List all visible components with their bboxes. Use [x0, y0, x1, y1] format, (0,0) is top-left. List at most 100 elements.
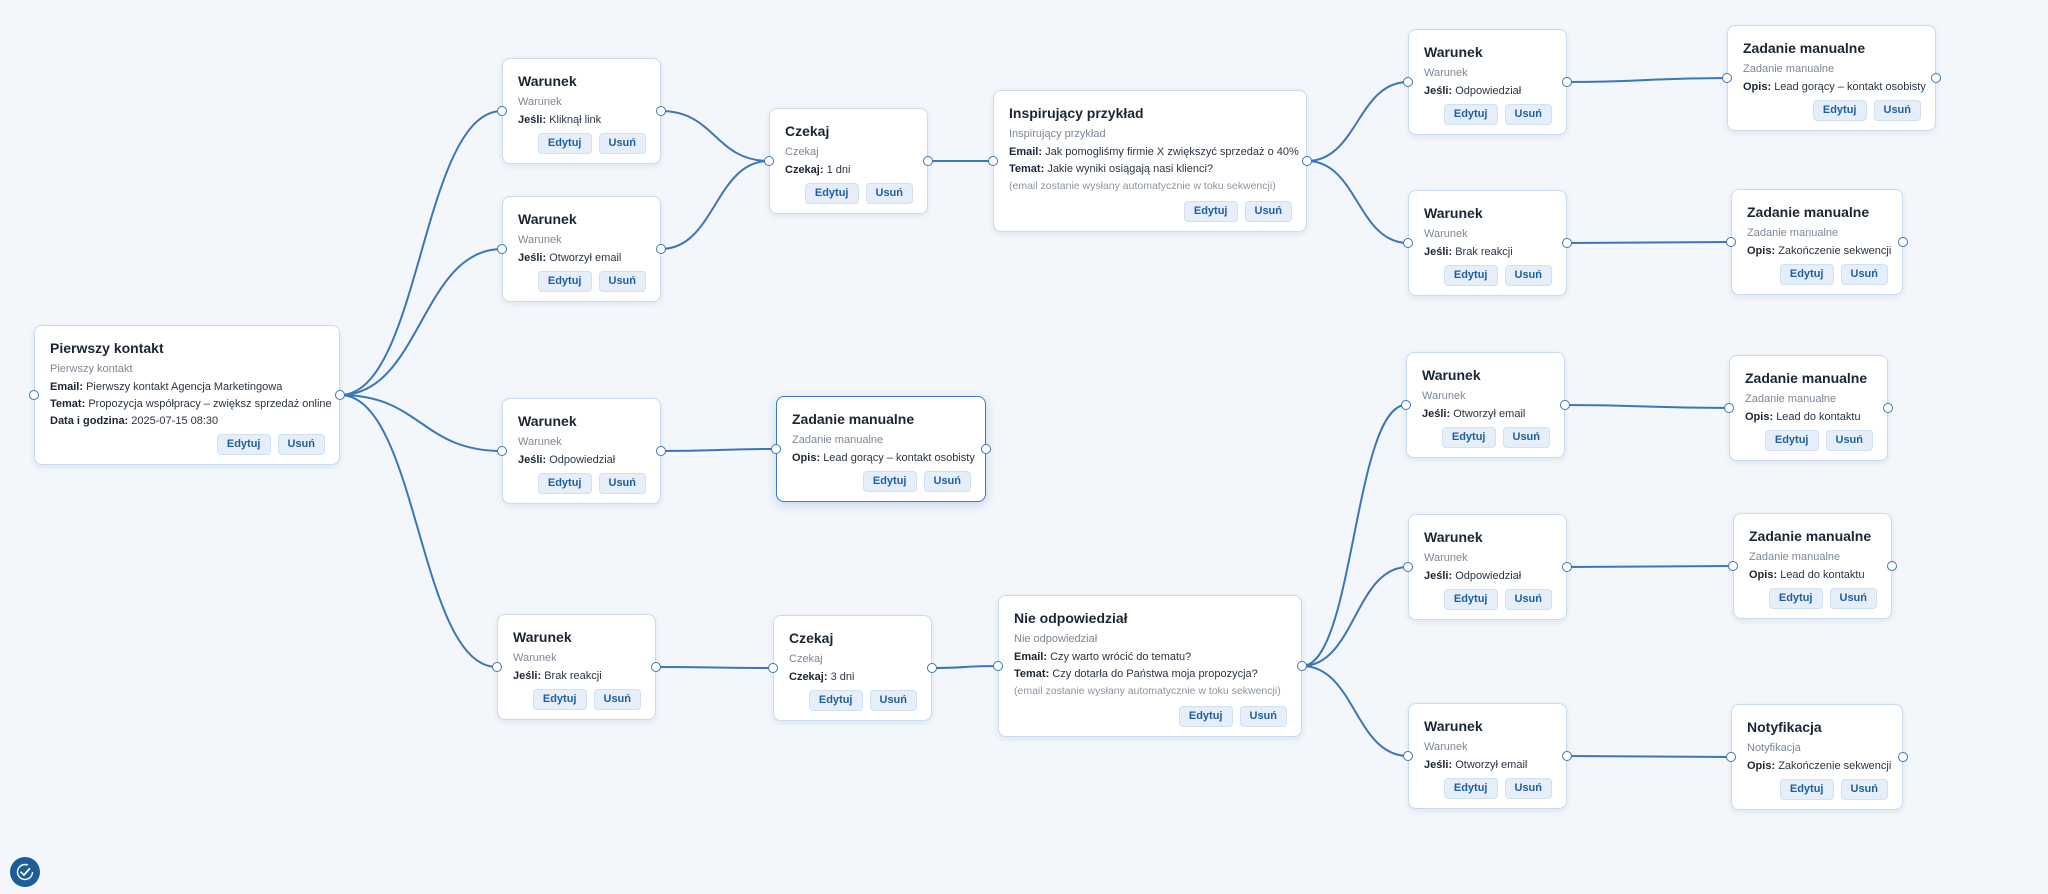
edit-button[interactable]: Edytuj: [532, 689, 587, 710]
edit-button[interactable]: Edytuj: [1443, 104, 1498, 125]
input-port[interactable]: [1722, 73, 1732, 83]
delete-button[interactable]: Usuń: [1504, 104, 1552, 125]
output-port[interactable]: [1562, 751, 1572, 761]
delete-button[interactable]: Usuń: [1840, 779, 1888, 800]
output-port[interactable]: [1297, 661, 1307, 671]
edit-button[interactable]: Edytuj: [1768, 588, 1823, 609]
delete-button[interactable]: Usuń: [598, 271, 646, 292]
input-port[interactable]: [1403, 751, 1413, 761]
delete-button[interactable]: Usuń: [1829, 588, 1877, 609]
edit-button[interactable]: Edytuj: [1443, 265, 1498, 286]
output-port[interactable]: [1898, 752, 1908, 762]
output-port[interactable]: [1562, 562, 1572, 572]
edit-button[interactable]: Edytuj: [808, 690, 863, 711]
edit-button[interactable]: Edytuj: [1178, 706, 1233, 727]
delete-button[interactable]: Usuń: [1504, 778, 1552, 799]
input-port[interactable]: [1728, 561, 1738, 571]
delete-button[interactable]: Usuń: [1873, 100, 1921, 121]
delete-button[interactable]: Usuń: [865, 183, 913, 204]
edit-button[interactable]: Edytuj: [537, 271, 592, 292]
delete-button[interactable]: Usuń: [598, 473, 646, 494]
delete-button[interactable]: Usuń: [923, 471, 971, 492]
delete-button[interactable]: Usuń: [1244, 201, 1292, 222]
output-port[interactable]: [1898, 237, 1908, 247]
input-port[interactable]: [497, 244, 507, 254]
edit-button[interactable]: Edytuj: [1779, 264, 1834, 285]
input-port[interactable]: [1401, 400, 1411, 410]
check-badge-icon[interactable]: [10, 857, 40, 887]
delete-button[interactable]: Usuń: [598, 133, 646, 154]
output-port[interactable]: [656, 446, 666, 456]
output-port[interactable]: [1302, 156, 1312, 166]
output-port[interactable]: [1560, 400, 1570, 410]
output-port[interactable]: [651, 662, 661, 672]
edit-button[interactable]: Edytuj: [1443, 589, 1498, 610]
output-port[interactable]: [1887, 561, 1897, 571]
output-port[interactable]: [656, 244, 666, 254]
input-port[interactable]: [771, 444, 781, 454]
output-port[interactable]: [927, 663, 937, 673]
edit-button[interactable]: Edytuj: [537, 133, 592, 154]
output-port[interactable]: [1562, 238, 1572, 248]
delete-button[interactable]: Usuń: [1504, 589, 1552, 610]
edit-button[interactable]: Edytuj: [537, 473, 592, 494]
input-port[interactable]: [492, 662, 502, 672]
input-port[interactable]: [764, 156, 774, 166]
delete-button[interactable]: Usuń: [1502, 427, 1550, 448]
input-port[interactable]: [1726, 752, 1736, 762]
delete-button[interactable]: Usuń: [1504, 265, 1552, 286]
output-port[interactable]: [923, 156, 933, 166]
edit-button[interactable]: Edytuj: [1443, 778, 1498, 799]
input-port[interactable]: [1403, 238, 1413, 248]
input-port[interactable]: [768, 663, 778, 673]
input-port[interactable]: [993, 661, 1003, 671]
edit-button[interactable]: Edytuj: [216, 434, 271, 455]
delete-button[interactable]: Usuń: [593, 689, 641, 710]
edit-button[interactable]: Edytuj: [862, 471, 917, 492]
input-port[interactable]: [497, 106, 507, 116]
edit-button[interactable]: Edytuj: [1812, 100, 1867, 121]
input-port[interactable]: [1403, 562, 1413, 572]
edit-button[interactable]: Edytuj: [1441, 427, 1496, 448]
output-port[interactable]: [335, 390, 345, 400]
input-port[interactable]: [988, 156, 998, 166]
delete-button[interactable]: Usuń: [1840, 264, 1888, 285]
edit-button[interactable]: Edytuj: [1183, 201, 1238, 222]
delete-button[interactable]: Usuń: [277, 434, 325, 455]
input-port[interactable]: [1726, 237, 1736, 247]
input-port[interactable]: [1724, 403, 1734, 413]
edit-button[interactable]: Edytuj: [1764, 430, 1819, 451]
input-port[interactable]: [29, 390, 39, 400]
input-port[interactable]: [497, 446, 507, 456]
delete-button[interactable]: Usuń: [1825, 430, 1873, 451]
output-port[interactable]: [1931, 73, 1941, 83]
output-port[interactable]: [981, 444, 991, 454]
delete-button[interactable]: Usuń: [869, 690, 917, 711]
input-port[interactable]: [1403, 77, 1413, 87]
output-port[interactable]: [1883, 403, 1893, 413]
edit-button[interactable]: Edytuj: [804, 183, 859, 204]
edit-button[interactable]: Edytuj: [1779, 779, 1834, 800]
output-port[interactable]: [1562, 77, 1572, 87]
output-port[interactable]: [656, 106, 666, 116]
